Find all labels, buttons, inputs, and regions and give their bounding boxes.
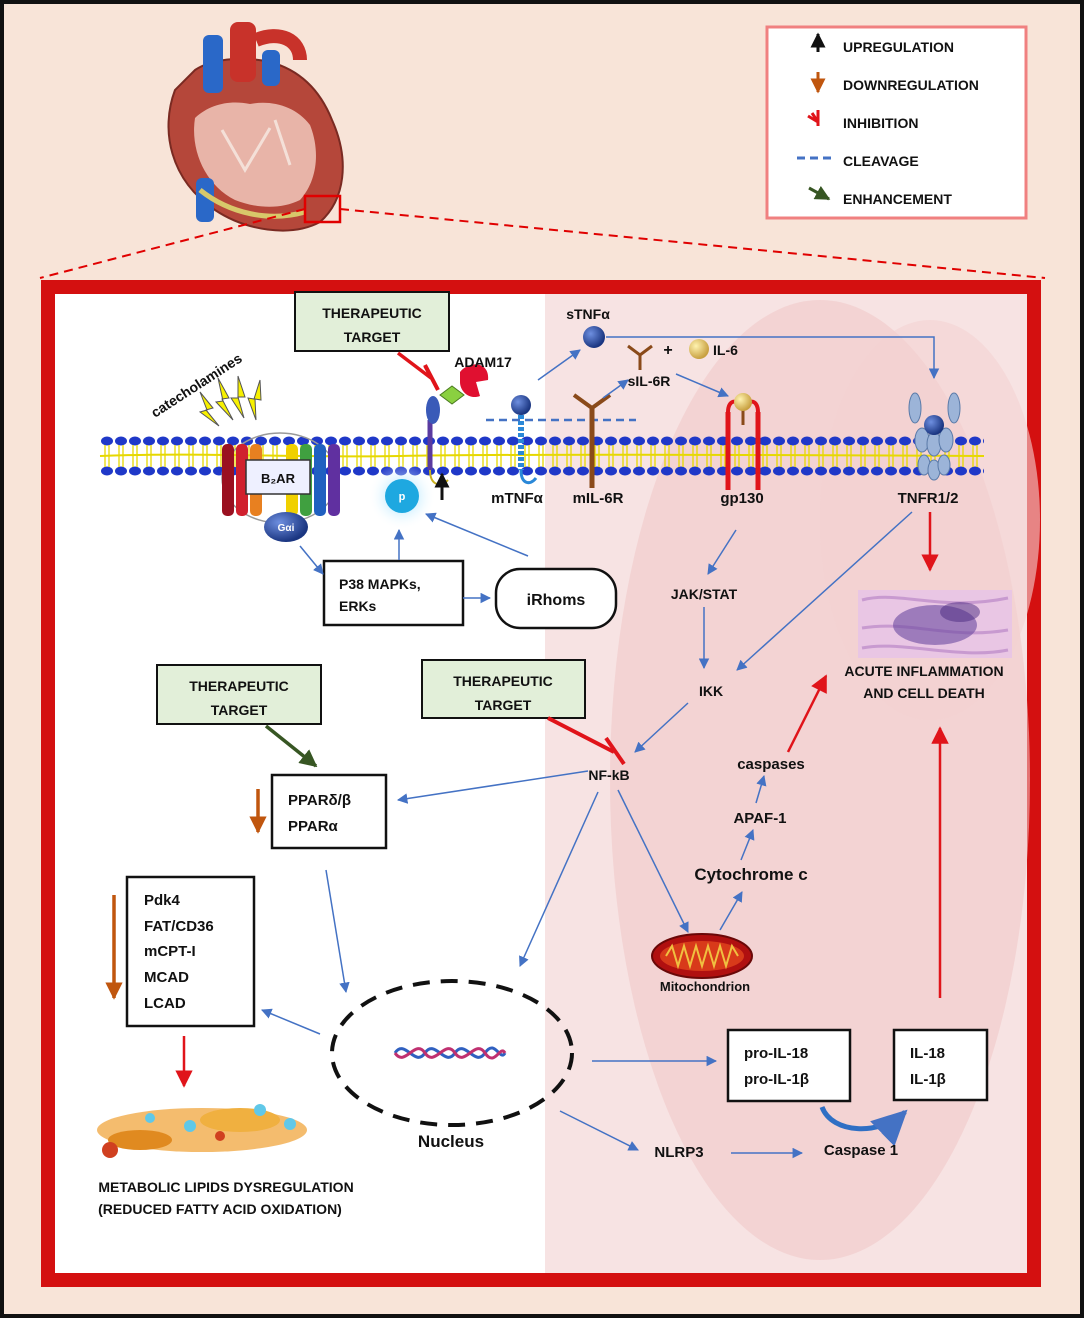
jakstat-label: JAK/STAT xyxy=(671,586,738,602)
nfkb-label: NF-kB xyxy=(588,767,629,783)
plus-sign: + xyxy=(663,342,672,359)
svg-text:Pdk4: Pdk4 xyxy=(144,892,181,909)
b2ar-receptor: B₂AR xyxy=(221,432,340,524)
svg-text:LCAD: LCAD xyxy=(144,995,186,1012)
gai-protein xyxy=(264,512,308,542)
svg-text:TARGET: TARGET xyxy=(475,697,532,713)
mito-label: Mitochondrion xyxy=(660,979,750,994)
histology-image xyxy=(858,590,1012,658)
gp130-label: gp130 xyxy=(720,490,763,507)
gai-label: Gαi xyxy=(278,523,295,534)
svg-text:PPARδ/β: PPARδ/β xyxy=(288,792,351,809)
caspase1-label: Caspase 1 xyxy=(824,1142,898,1159)
cytc-label: Cytochrome c xyxy=(694,865,807,884)
svg-text:TARGET: TARGET xyxy=(344,329,401,345)
legend: UPREGULATION DOWNREGULATION INHIBITION C… xyxy=(765,25,1028,220)
svg-text:MCAD: MCAD xyxy=(144,969,189,986)
legend-down-label: DOWNREGULATION xyxy=(843,77,979,93)
therapeutic-target-2: THERAPEUTIC TARGET xyxy=(156,664,322,725)
legend-cleavage-label: CLEAVAGE xyxy=(843,153,919,169)
il-box: IL-18 IL-1β xyxy=(892,1028,989,1102)
genes-box: Pdk4 FAT/CD36 mCPT-I MCAD LCAD xyxy=(125,875,256,1028)
tnfr-receptor xyxy=(908,392,961,481)
metabolic-line1: METABOLIC LIPIDS DYSREGULATION xyxy=(98,1179,353,1195)
mitochondrion-icon xyxy=(651,933,753,979)
svg-text:mCPT-I: mCPT-I xyxy=(144,943,196,960)
ikk-label: IKK xyxy=(699,683,723,699)
zoom-line-right xyxy=(339,208,1046,279)
therapeutic-target-1: THERAPEUTIC TARGET xyxy=(294,291,450,352)
inhibition-nfkb xyxy=(547,716,615,754)
sil6r-icon xyxy=(627,344,653,370)
pro-il-box: pro-IL-18 pro-IL-1β xyxy=(726,1028,852,1103)
zoom-line-left xyxy=(39,208,306,279)
stnfa-ball xyxy=(583,326,605,348)
irhoms-box: iRhoms xyxy=(494,567,618,630)
ppar-box: PPARδ/β PPARα xyxy=(270,773,388,850)
caspases-label: caspases xyxy=(737,756,805,773)
svg-text:pro-IL-1β: pro-IL-1β xyxy=(744,1071,809,1088)
p-label: p xyxy=(399,491,406,503)
svg-text:IL-18: IL-18 xyxy=(910,1045,945,1062)
metabolic-line2: (REDUCED FATTY ACID OXIDATION) xyxy=(98,1201,342,1217)
svg-text:TARGET: TARGET xyxy=(211,702,268,718)
mil6r-receptor xyxy=(572,393,612,488)
svg-text:THERAPEUTIC: THERAPEUTIC xyxy=(453,673,553,689)
svg-text:PPARα: PPARα xyxy=(288,818,339,835)
stnfa-to-tnfr xyxy=(606,336,940,380)
mtnfa-label: mTNFα xyxy=(491,490,543,507)
acute-line1: ACUTE INFLAMMATION xyxy=(844,663,1003,679)
legend-enhancement-arrow xyxy=(808,185,831,201)
legend-inhibition-label: INHIBITION xyxy=(843,115,918,131)
svg-text:ERKs: ERKs xyxy=(339,598,377,614)
legend-up-label: UPREGULATION xyxy=(843,39,954,55)
dna-icon xyxy=(393,1046,507,1060)
svg-text:FAT/CD36: FAT/CD36 xyxy=(144,918,214,935)
svg-text:THERAPEUTIC: THERAPEUTIC xyxy=(322,305,422,321)
legend-enhancement-label: ENHANCEMENT xyxy=(843,191,952,207)
heart-illustration xyxy=(167,22,344,232)
svg-text:P38 MAPKs,: P38 MAPKs, xyxy=(339,576,421,592)
mtnfa-receptor xyxy=(511,395,538,485)
nucleus-label: Nucleus xyxy=(418,1132,484,1151)
mil6r-label: mIL-6R xyxy=(573,490,624,507)
svg-text:iRhoms: iRhoms xyxy=(527,592,586,609)
processing-arrow xyxy=(819,1105,908,1147)
sil6r-label: sIL-6R xyxy=(628,373,671,389)
adam17-label: ADAM17 xyxy=(454,354,512,370)
stnfa-label: sTNFα xyxy=(566,306,610,322)
il6-label: IL-6 xyxy=(713,342,738,358)
acute-line2: AND CELL DEATH xyxy=(863,685,985,701)
nlrp3-label: NLRP3 xyxy=(654,1144,703,1161)
gp130-receptor xyxy=(725,393,761,490)
adam17-protein xyxy=(426,364,489,486)
enhancement-ppar xyxy=(264,724,318,768)
lipid-molecule-image xyxy=(97,1104,307,1158)
nucleus xyxy=(330,979,574,1127)
lightning-bolts-icon xyxy=(198,375,262,427)
svg-text:IL-1β: IL-1β xyxy=(910,1071,946,1088)
b2ar-label: B₂AR xyxy=(261,471,296,486)
p38-box: P38 MAPKs, ERKs xyxy=(322,559,465,627)
therapeutic-target-3: THERAPEUTIC TARGET xyxy=(421,659,586,719)
apaf-label: APAF-1 xyxy=(733,810,786,827)
phospho-p xyxy=(385,479,419,513)
svg-text:THERAPEUTIC: THERAPEUTIC xyxy=(189,678,289,694)
il6-ball xyxy=(689,339,709,359)
svg-text:pro-IL-18: pro-IL-18 xyxy=(744,1045,808,1062)
tnfr-label: TNFR1/2 xyxy=(898,490,959,507)
